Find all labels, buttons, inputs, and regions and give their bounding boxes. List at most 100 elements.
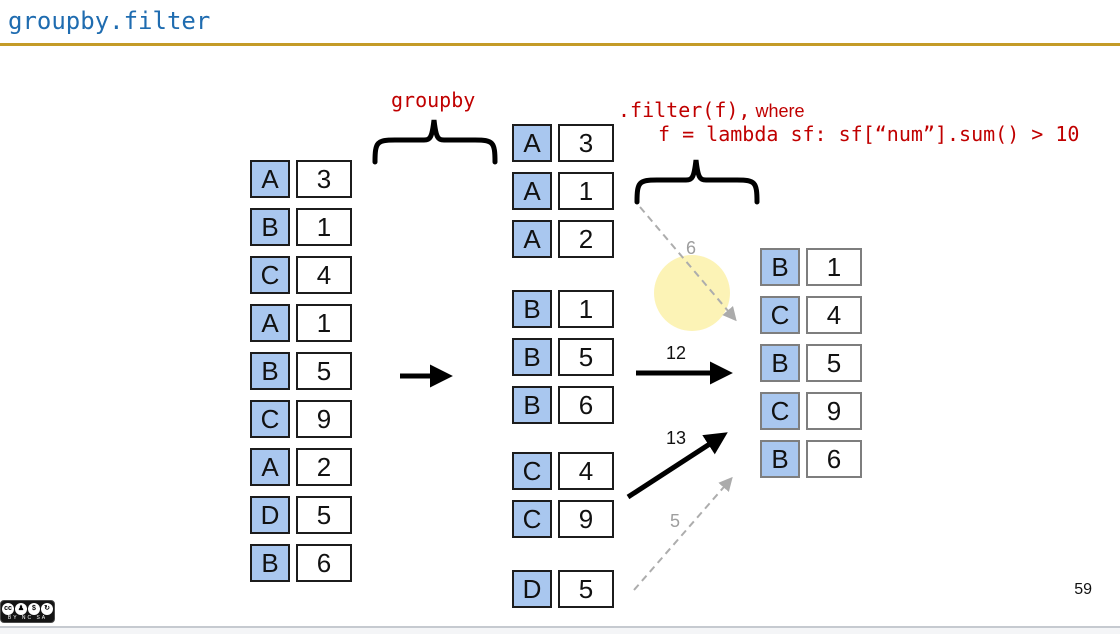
value-cell: 3 [296, 160, 352, 198]
cc-sa-icon: ↻ [41, 602, 53, 615]
key-cell: A [250, 448, 290, 486]
cc-icon: cc [2, 602, 14, 615]
value-cell: 3 [558, 124, 614, 162]
arrow-group-a-dropped [639, 206, 737, 322]
key-cell: C [760, 296, 800, 334]
value-cell: 9 [806, 392, 862, 430]
filter-brace [634, 159, 760, 205]
key-cell: B [760, 248, 800, 286]
key-cell: B [512, 338, 552, 376]
key-cell: C [512, 452, 552, 490]
filter-label: .filter(f), where [618, 98, 804, 122]
key-cell: B [760, 440, 800, 478]
group-b-sum-label: 12 [666, 343, 687, 363]
value-cell: 2 [296, 448, 352, 486]
value-cell: 4 [558, 452, 614, 490]
arrow-group-d-dropped [633, 476, 733, 591]
key-cell: A [250, 304, 290, 342]
key-cell: B [512, 386, 552, 424]
value-cell: 2 [558, 220, 614, 258]
viewer-bottom-edge [0, 626, 1120, 634]
value-cell: 1 [296, 304, 352, 342]
value-cell: 5 [296, 496, 352, 534]
key-cell: C [250, 256, 290, 294]
key-cell: C [250, 400, 290, 438]
page-number: 59 [1074, 581, 1092, 598]
key-cell: B [250, 544, 290, 582]
group-a-sum-label: 6 [686, 238, 697, 258]
value-cell: 6 [296, 544, 352, 582]
value-cell: 1 [558, 172, 614, 210]
group-d-sum-label: 5 [670, 511, 681, 531]
key-cell: A [512, 124, 552, 162]
key-cell: C [760, 392, 800, 430]
value-cell: 4 [296, 256, 352, 294]
arrow-group-c-kept [626, 432, 728, 500]
key-cell: B [512, 290, 552, 328]
cc-license-badge: cc ♟ $ ↻ BY NC SA [0, 600, 55, 623]
key-cell: A [250, 160, 290, 198]
value-cell: 5 [806, 344, 862, 382]
value-cell: 5 [296, 352, 352, 390]
filter-lambda-text: f = lambda sf: sf[“num”].sum() > 10 [658, 122, 1080, 146]
cc-license-caption: BY NC SA [7, 614, 48, 621]
value-cell: 1 [558, 290, 614, 328]
value-cell: 1 [806, 248, 862, 286]
value-cell: 9 [558, 500, 614, 538]
slide-title: groupby.filter [8, 7, 211, 35]
title-divider [0, 43, 1120, 46]
key-cell: B [250, 352, 290, 390]
cc-license-icons: cc ♟ $ ↻ [2, 602, 53, 615]
filter-where-text: where [750, 101, 805, 121]
groupby-brace [372, 119, 498, 165]
cc-by-icon: ♟ [15, 602, 27, 615]
filter-code-text: .filter(f), [618, 98, 751, 122]
key-cell: A [512, 172, 552, 210]
key-cell: B [760, 344, 800, 382]
value-cell: 5 [558, 570, 614, 608]
value-cell: 9 [296, 400, 352, 438]
key-cell: B [250, 208, 290, 246]
value-cell: 5 [558, 338, 614, 376]
cc-nc-icon: $ [28, 602, 40, 615]
key-cell: D [512, 570, 552, 608]
key-cell: A [512, 220, 552, 258]
key-cell: C [512, 500, 552, 538]
group-c-sum-label: 13 [666, 428, 687, 448]
value-cell: 1 [296, 208, 352, 246]
key-cell: D [250, 496, 290, 534]
value-cell: 4 [806, 296, 862, 334]
groupby-label: groupby [391, 88, 476, 112]
value-cell: 6 [806, 440, 862, 478]
